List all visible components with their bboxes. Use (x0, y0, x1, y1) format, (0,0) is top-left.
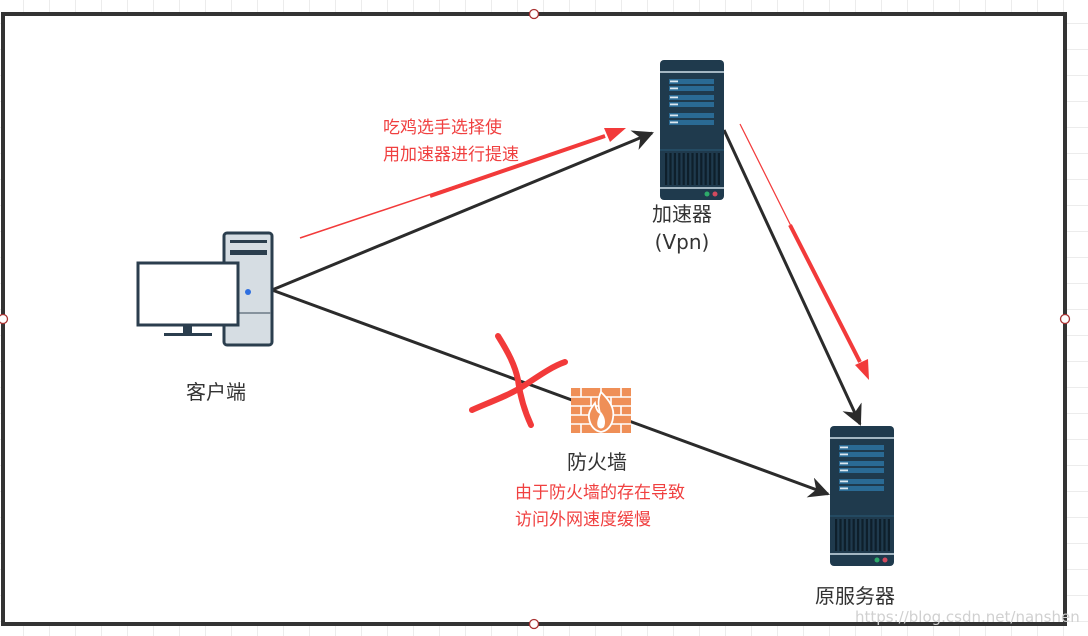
highlight-arrow-to-origin-server (739, 123, 869, 380)
accelerator-label-line2: (Vpn) (654, 230, 710, 254)
drive-slot (669, 120, 714, 125)
firewall-label: 防火墙 (567, 450, 627, 474)
status-led-green (874, 557, 880, 563)
drive-slot (839, 486, 884, 491)
accelerator-label: 加速器 (Vpn) (652, 200, 712, 256)
origin-server-icon[interactable] (830, 426, 894, 566)
watermark: https://blog.csdn.net/nanshen (855, 608, 1080, 626)
edge-accelerator-origin-server[interactable] (722, 129, 862, 426)
drive-slot (669, 113, 714, 118)
firewall-note-line1: 由于防火墙的存在导致 (515, 483, 685, 503)
accelerator-note-line2: 用加速器进行提速 (383, 145, 519, 165)
origin-server-label: 原服务器 (815, 584, 895, 608)
status-led-green (704, 191, 710, 197)
highlight-arrow-to-accelerator (299, 128, 626, 239)
status-led-red (882, 557, 888, 563)
desktop-computer-icon[interactable] (136, 231, 274, 347)
blocked-cross-mark (469, 333, 568, 428)
resize-handles[interactable] (0, 8, 1071, 630)
edge-client-origin-server-via-firewall[interactable] (271, 288, 830, 498)
client-label: 客户端 (186, 380, 246, 404)
resize-handle-top[interactable] (528, 8, 540, 20)
firewall-icon[interactable] (571, 388, 631, 433)
status-led-red (712, 191, 718, 197)
accelerator-note: 吃鸡选手选择使 用加速器进行提速 (383, 115, 519, 169)
accelerator-note-line1: 吃鸡选手选择使 (383, 118, 502, 138)
drive-slot (839, 461, 884, 466)
drive-slot (839, 452, 884, 457)
accelerator-server-icon[interactable] (660, 60, 724, 200)
drive-slot (669, 95, 714, 100)
accelerator-label-line1: 加速器 (652, 202, 712, 226)
drive-slot (839, 479, 884, 484)
drive-slot (669, 102, 714, 107)
resize-handle-bottom[interactable] (528, 618, 540, 630)
resize-handle-left[interactable] (0, 313, 9, 325)
drive-slot (669, 86, 714, 91)
drive-slot (669, 79, 714, 84)
drive-slot (839, 445, 884, 450)
drive-slot (839, 468, 884, 473)
firewall-note: 由于防火墙的存在导致 访问外网速度缓慢 (515, 480, 685, 534)
edge-client-accelerator[interactable] (271, 130, 654, 292)
resize-handle-right[interactable] (1059, 313, 1071, 325)
firewall-note-line2: 访问外网速度缓慢 (515, 510, 651, 530)
